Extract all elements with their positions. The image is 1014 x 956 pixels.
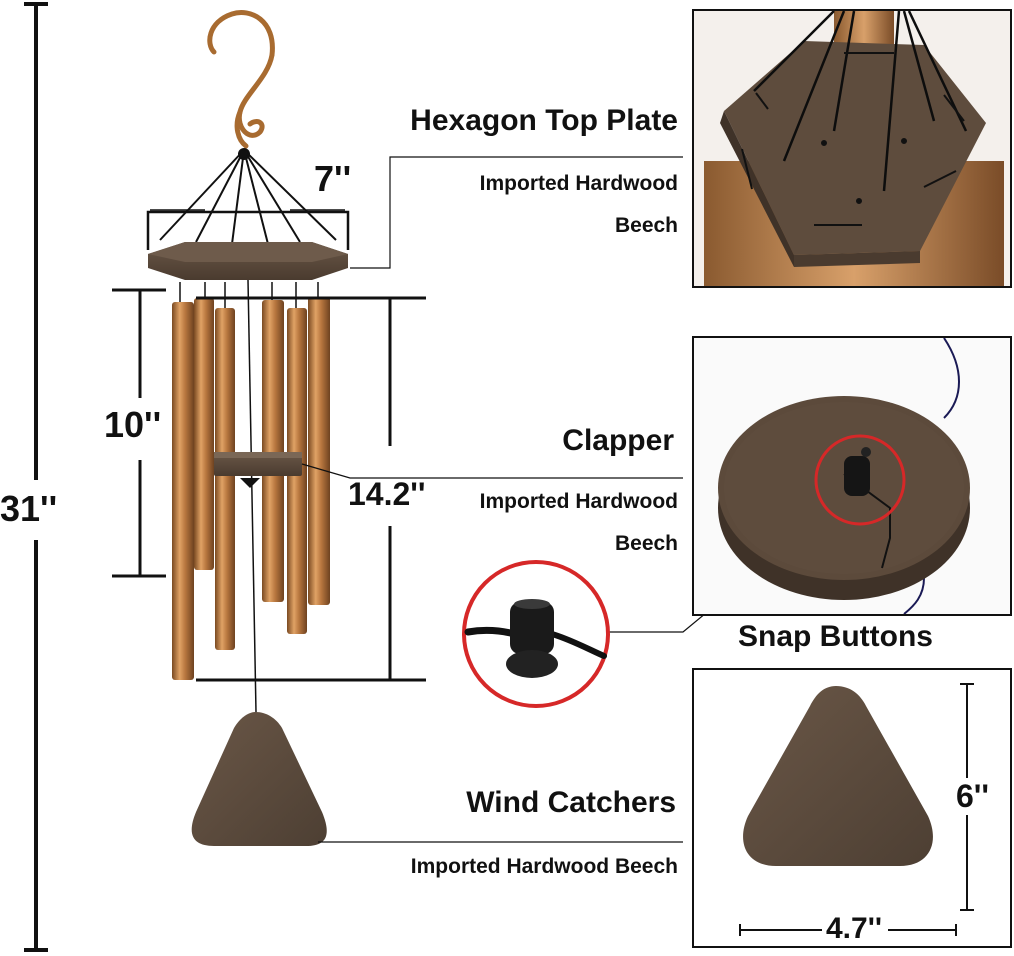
hanging-strings xyxy=(159,148,337,245)
overall-dimension-line xyxy=(24,2,48,952)
tube xyxy=(215,308,235,650)
hook xyxy=(207,10,275,149)
short-tube-label: 10'' xyxy=(104,404,162,445)
wind-catchers-title: Wind Catchers xyxy=(466,786,676,819)
overall-length-label: 31'' xyxy=(0,488,58,529)
top-plate-photo xyxy=(694,11,1010,286)
tube xyxy=(262,300,284,602)
tube xyxy=(194,298,214,570)
snap-button-closeup xyxy=(462,560,610,708)
top-plate-title: Hexagon Top Plate xyxy=(410,104,678,137)
long-tube-dimension xyxy=(196,296,426,682)
clapper-photo xyxy=(694,338,1010,614)
clapper-title: Clapper xyxy=(562,424,674,457)
tube xyxy=(172,302,194,680)
wind-catcher xyxy=(191,712,327,846)
catcher-width-label: 4.7'' xyxy=(826,912,882,945)
top-plate-material-2: Beech xyxy=(614,214,678,237)
short-tube-dimension xyxy=(112,288,166,578)
clapper-leader xyxy=(301,463,683,479)
wind-catchers-material: Imported Hardwood Beech xyxy=(410,855,678,878)
wind-catcher-photo xyxy=(739,683,974,936)
catcher-height-label: 6'' xyxy=(956,778,990,815)
top-plate-material-1: Imported Hardwood xyxy=(479,172,678,195)
clapper-material-1: Imported Hardwood xyxy=(479,490,678,513)
top-plate-leader xyxy=(350,156,683,269)
top-plate xyxy=(148,242,348,280)
clapper xyxy=(214,452,302,488)
clapper-panel xyxy=(692,336,1012,616)
plate-width-bracket xyxy=(146,209,350,250)
snap-buttons-title: Snap Buttons xyxy=(738,620,933,653)
top-plate-panel xyxy=(692,9,1012,288)
tubes xyxy=(172,282,330,680)
wind-catcher-panel: 6'' 4.7'' xyxy=(692,668,1012,948)
long-tube-label: 14.2'' xyxy=(348,476,426,512)
plate-width-label: 7'' xyxy=(314,158,352,199)
clapper-material-2: Beech xyxy=(614,532,678,555)
tube xyxy=(308,297,330,605)
center-string xyxy=(247,279,257,713)
